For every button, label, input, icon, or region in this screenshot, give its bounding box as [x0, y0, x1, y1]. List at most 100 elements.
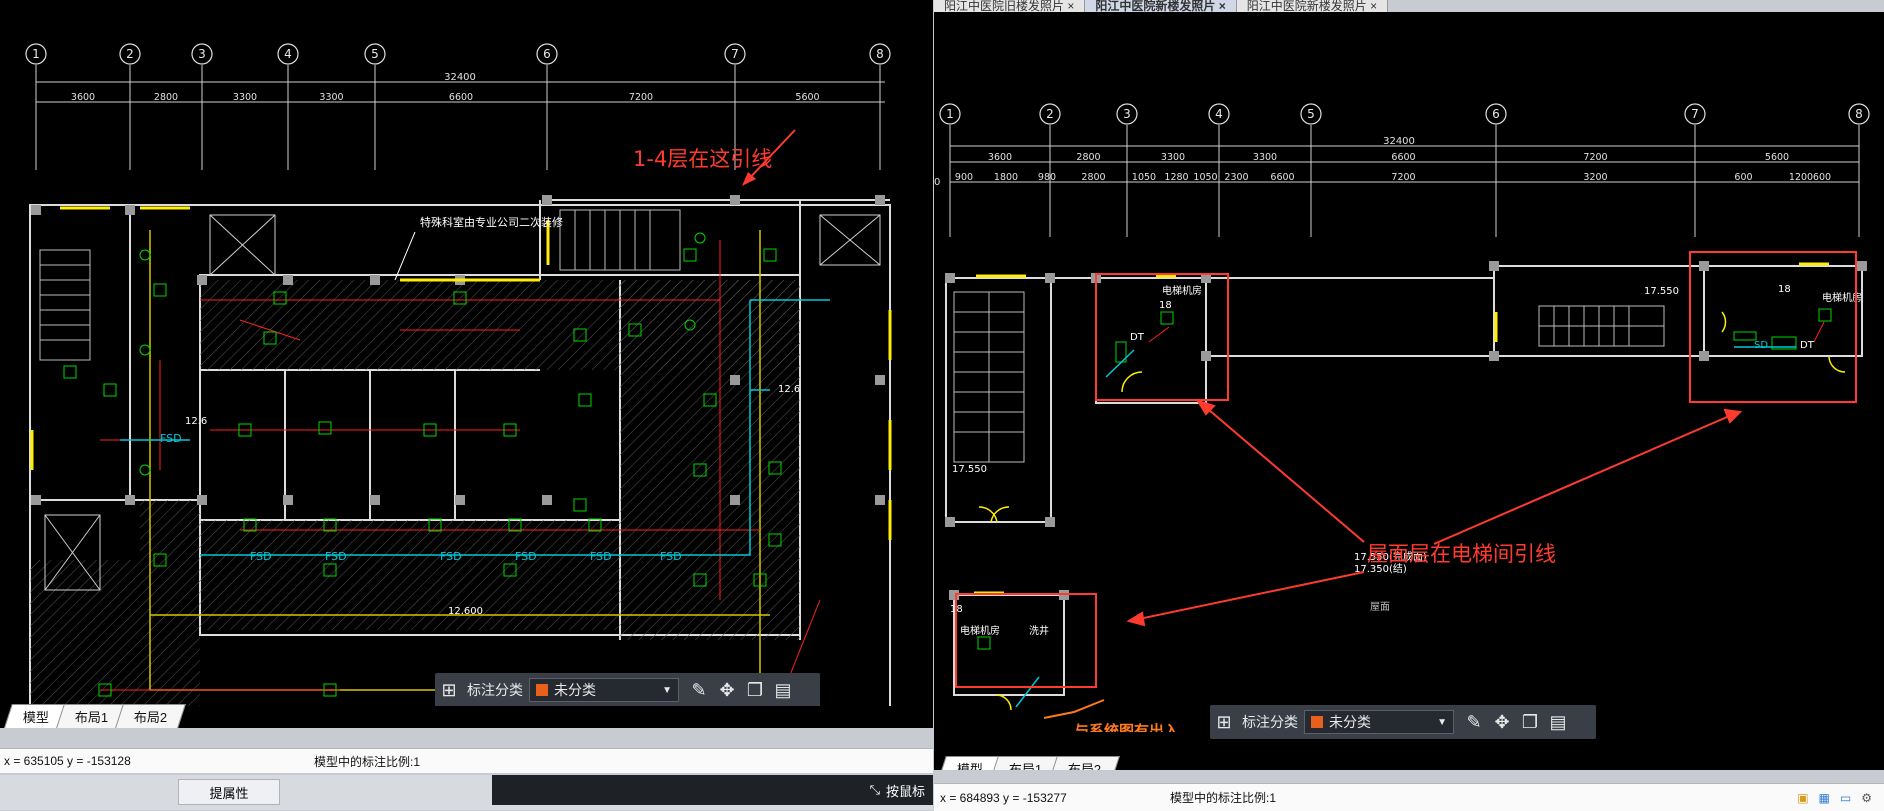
left-axis-7: 7 — [731, 47, 739, 61]
left-hatched-southwest — [30, 560, 140, 720]
left-status-bar: x = 635105 y = -153128 模型中的标注比例:1 — [0, 748, 933, 773]
left-tab-layout2[interactable]: 布局2 — [115, 704, 187, 728]
left-category-select[interactable]: 未分类 ▼ — [529, 678, 679, 702]
right-total-dimension: 32400 — [1383, 136, 1415, 147]
left-span-2: 3300 — [233, 92, 257, 103]
right2-span-10: 3200 — [1583, 172, 1607, 183]
right-stair-west — [953, 291, 1025, 463]
svg-text:FSD: FSD — [250, 550, 272, 563]
left-hatched-corridor-bottom — [200, 520, 620, 630]
right-elev-3b: 17.350(结) — [1354, 562, 1407, 575]
left-hatched-east — [620, 280, 800, 640]
chevron-down-icon: ▼ — [1437, 716, 1447, 728]
mode-bar[interactable]: ⤡按鼠标 — [492, 775, 933, 805]
edit-icon[interactable]: ✎ — [1466, 711, 1482, 732]
right-orange-stroke — [1043, 699, 1105, 719]
svg-text:FSD: FSD — [590, 550, 612, 563]
grid-apps-icon[interactable]: ⊞ — [441, 679, 457, 700]
right2-span-6: 1050 — [1193, 172, 1217, 183]
right2-span-2: 980 — [1038, 172, 1056, 183]
right-span-2: 3300 — [1161, 152, 1185, 163]
left-fsd-labels: FSD FSD FSD FSD FSD FSD FSD — [160, 432, 682, 563]
paste-icon[interactable]: ▤ — [1549, 711, 1567, 732]
right-span-0: 3600 — [988, 152, 1012, 163]
svg-text:FSD: FSD — [160, 432, 182, 445]
right-zero-dim: 0 — [934, 177, 940, 188]
grid-apps-icon[interactable]: ⊞ — [1216, 711, 1232, 732]
pc-icon[interactable]: ▦ — [1818, 790, 1830, 805]
expand-arrows-icon: ⤡ — [869, 782, 880, 797]
right-axis-3: 3 — [1123, 107, 1131, 121]
left-span-0: 3600 — [71, 92, 95, 103]
right-axis-2: 2 — [1046, 107, 1054, 121]
right-red-annotation: 屋面层在电梯间引线 — [1367, 542, 1556, 566]
right-room-2: 电梯机房 — [1822, 291, 1862, 304]
left-axis-1: 1 — [32, 47, 40, 61]
doc-tab-3[interactable]: 阳江中医院新楼发照片 × — [1236, 0, 1389, 12]
left-annotation-arrowhead — [742, 172, 756, 186]
left-green-devices — [63, 232, 782, 697]
left-elevator-shafts — [44, 214, 881, 591]
left-structural-columns — [31, 195, 885, 505]
right-category-select[interactable]: 未分类 ▼ — [1304, 710, 1454, 734]
right-tab-model[interactable]: 模型 — [938, 756, 1002, 770]
left-span-6: 5600 — [795, 92, 819, 103]
close-icon: × — [1218, 0, 1226, 12]
copy-icon[interactable]: ❐ — [746, 679, 764, 700]
right2-span-3: 2800 — [1081, 172, 1105, 183]
edit-icon[interactable]: ✎ — [691, 679, 707, 700]
left-layout-tabs: 模型 布局1 布局2 — [0, 704, 933, 728]
right-tab-layout2[interactable]: 布局2 — [1049, 756, 1121, 770]
doc-tab-2[interactable]: 阳江中医院新楼发照片 × — [1085, 0, 1237, 12]
right-building-walls — [945, 265, 1863, 696]
move-icon[interactable]: ✥ — [1494, 711, 1510, 732]
left-note-top: 特殊科室由专业公司二次装修 — [420, 215, 563, 229]
right-span-3: 3300 — [1253, 152, 1277, 163]
left-axis-5: 5 — [371, 47, 379, 61]
right-room-wash: 洗井 — [1029, 624, 1049, 637]
right-span-1: 2800 — [1076, 152, 1100, 163]
doc-tab-1[interactable]: 阳江中医院旧楼发照片 × — [934, 0, 1086, 12]
right2-span-12: 1200 — [1789, 172, 1813, 183]
right-label-dt-2: DT — [1800, 340, 1815, 351]
right2-span-7: 2300 — [1224, 172, 1248, 183]
right2-span-11: 600 — [1734, 172, 1752, 183]
right-span-5: 7200 — [1583, 152, 1607, 163]
right-axis-7: 7 — [1691, 107, 1699, 121]
left-span-4: 6600 — [449, 92, 473, 103]
right-axis-4: 4 — [1215, 107, 1223, 121]
right-scale-text: 模型中的标注比例:1 — [1170, 791, 1277, 805]
paste-icon[interactable]: ▤ — [774, 679, 792, 700]
right-span-4: 6600 — [1391, 152, 1415, 163]
left-stair-west — [39, 249, 91, 361]
left-span-3: 3300 — [319, 92, 343, 103]
left-total-dimension: 32400 — [444, 72, 476, 83]
right-layout-tabs: 模型 布局1 布局2 — [934, 756, 1884, 770]
svg-text:FSD: FSD — [440, 550, 462, 563]
right-stair-east — [1538, 305, 1665, 347]
right2-span-13: 600 — [1813, 172, 1831, 183]
lock-icon[interactable]: ▣ — [1797, 790, 1809, 805]
svg-text:FSD: FSD — [325, 550, 347, 563]
move-icon[interactable]: ✥ — [719, 679, 735, 700]
right2-span-5: 1280 — [1164, 172, 1188, 183]
minimize-icon[interactable]: ▭ — [1839, 790, 1852, 805]
copy-icon[interactable]: ❐ — [1521, 711, 1539, 732]
right-door-swings — [978, 311, 1846, 711]
extract-properties-button[interactable]: 提属性 — [178, 779, 280, 805]
right-room-1: 电梯机房 — [1162, 284, 1202, 297]
settings-icon[interactable]: ⚙ — [1861, 790, 1872, 805]
left-bottom-panel: 提属性 ⤡按鼠标 — [0, 775, 933, 810]
right-tab-layout1[interactable]: 布局1 — [990, 756, 1062, 770]
document-tabs: 阳江中医院旧楼发照片 × 阳江中医院新楼发照片 × 阳江中医院新楼发照片 × — [934, 0, 1389, 12]
left-axis-2: 2 — [126, 47, 134, 61]
left-axis-4: 4 — [284, 47, 292, 61]
right-annotation-boxes — [955, 251, 1857, 688]
right-annotation-arrows — [1126, 399, 1743, 627]
